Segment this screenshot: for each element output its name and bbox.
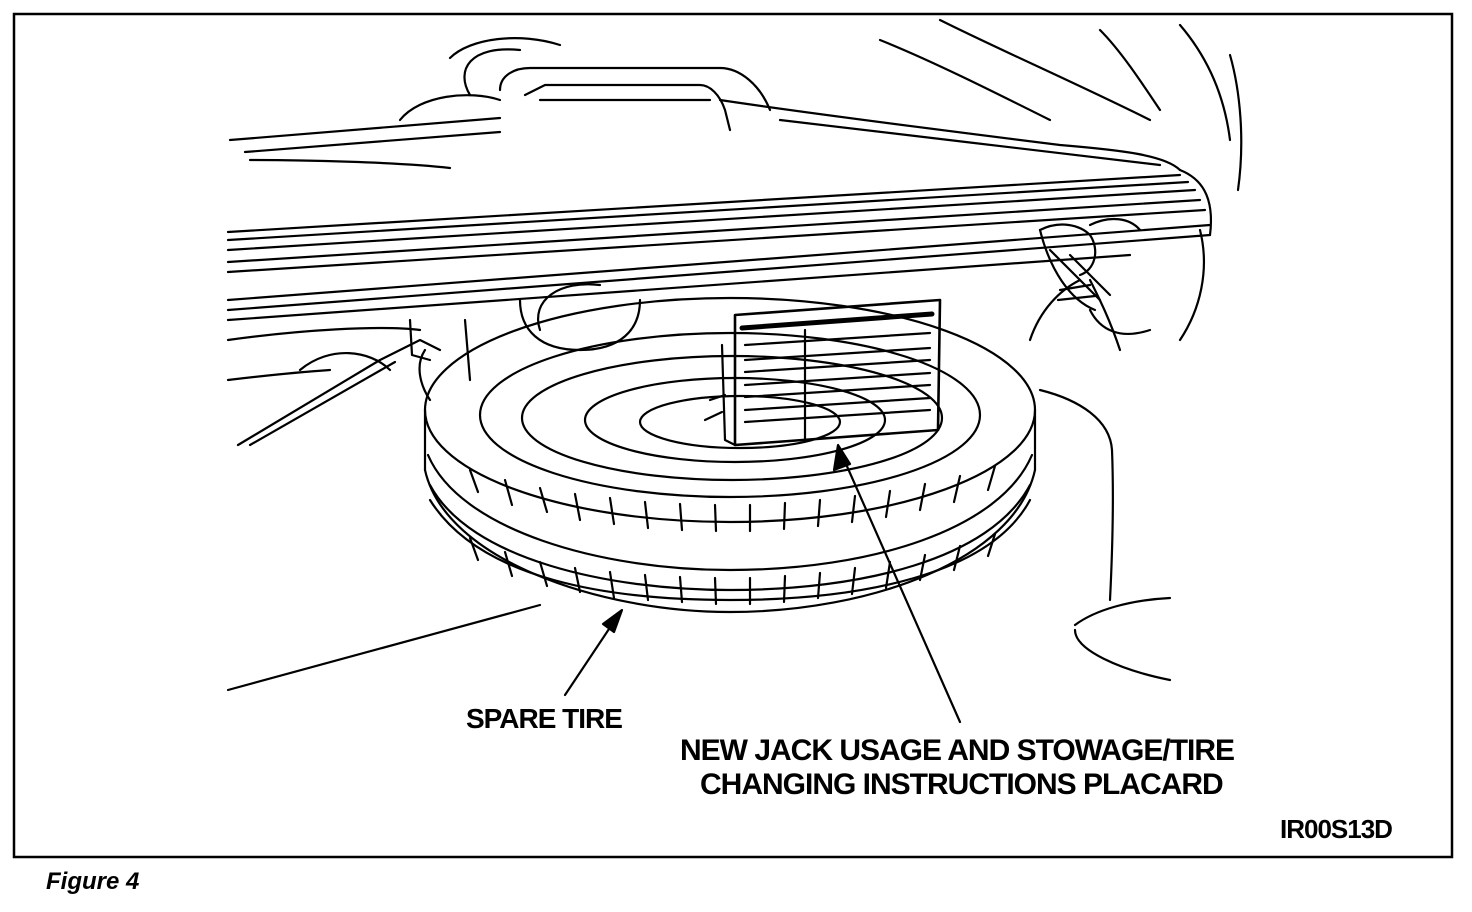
spare-tire [423, 283, 1037, 614]
spare-tire-label: SPARE TIRE [466, 703, 623, 734]
figure-caption: Figure 4 [46, 868, 140, 895]
spare-tire-arrow [563, 608, 624, 697]
placard-arrow [832, 443, 962, 724]
vehicle-outline [226, 18, 1243, 692]
figure-code: IR00S13D [1280, 814, 1393, 844]
placard-card [703, 298, 942, 447]
placard-label-line-2: CHANGING INSTRUCTIONS PLACARD [700, 768, 1224, 801]
figure-frame [12, 12, 1454, 859]
placard-label-line-1: NEW JACK USAGE AND STOWAGE/TIRE [680, 734, 1235, 767]
